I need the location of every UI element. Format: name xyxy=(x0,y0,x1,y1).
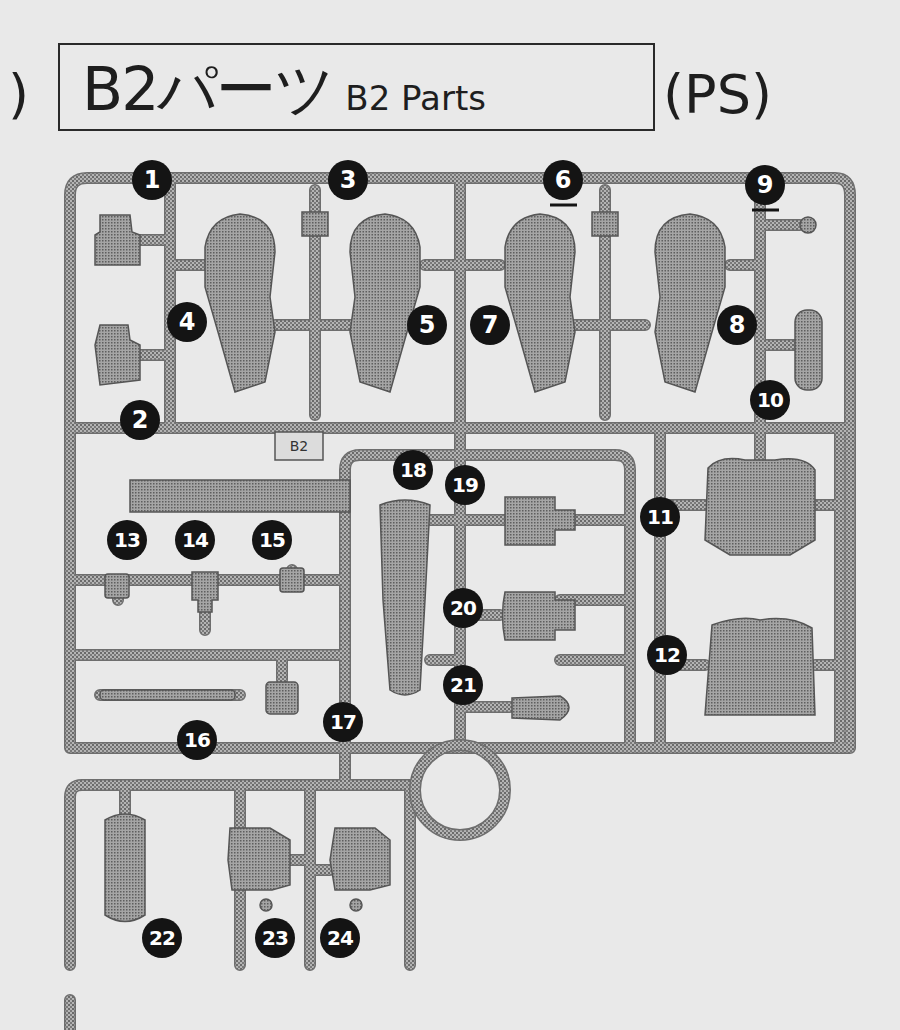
callout-number: 3 xyxy=(328,160,368,200)
callout-number: 11 xyxy=(640,497,680,537)
callout-number: 16 xyxy=(177,720,217,760)
callout-number: 18 xyxy=(393,450,433,490)
callout-number: 2 xyxy=(120,400,160,440)
title-text: B2パーツ xyxy=(82,59,333,119)
callout-number: 1 xyxy=(132,160,172,200)
callout-number: 21 xyxy=(443,665,483,705)
callout-number: 12 xyxy=(647,635,687,675)
heading-text: ) xyxy=(8,68,29,122)
callout-number: 7 xyxy=(470,305,510,345)
callout-number: 24 xyxy=(320,918,360,958)
callout-number: 10 xyxy=(750,380,790,420)
heading-text: (PS) xyxy=(663,68,772,122)
subtitle-text: B2 Parts xyxy=(345,81,486,115)
callout-number: 22 xyxy=(142,918,182,958)
callout-number: 5 xyxy=(407,305,447,345)
callout-number: 9 xyxy=(745,165,785,205)
callout-number: 17 xyxy=(323,702,363,742)
callout-number: 19 xyxy=(445,465,485,505)
title-box: B2パーツ B2 Parts xyxy=(58,43,655,131)
callout-number: 6 xyxy=(543,160,583,200)
callout-number: 15 xyxy=(252,520,292,560)
callout-number: 8 xyxy=(717,305,757,345)
callout-number: 23 xyxy=(255,918,295,958)
callout-number: 13 xyxy=(107,520,147,560)
runner-tag: B2 xyxy=(290,439,309,453)
callout-number: 4 xyxy=(167,302,207,342)
callout-number: 20 xyxy=(443,588,483,628)
callout-number: 14 xyxy=(175,520,215,560)
